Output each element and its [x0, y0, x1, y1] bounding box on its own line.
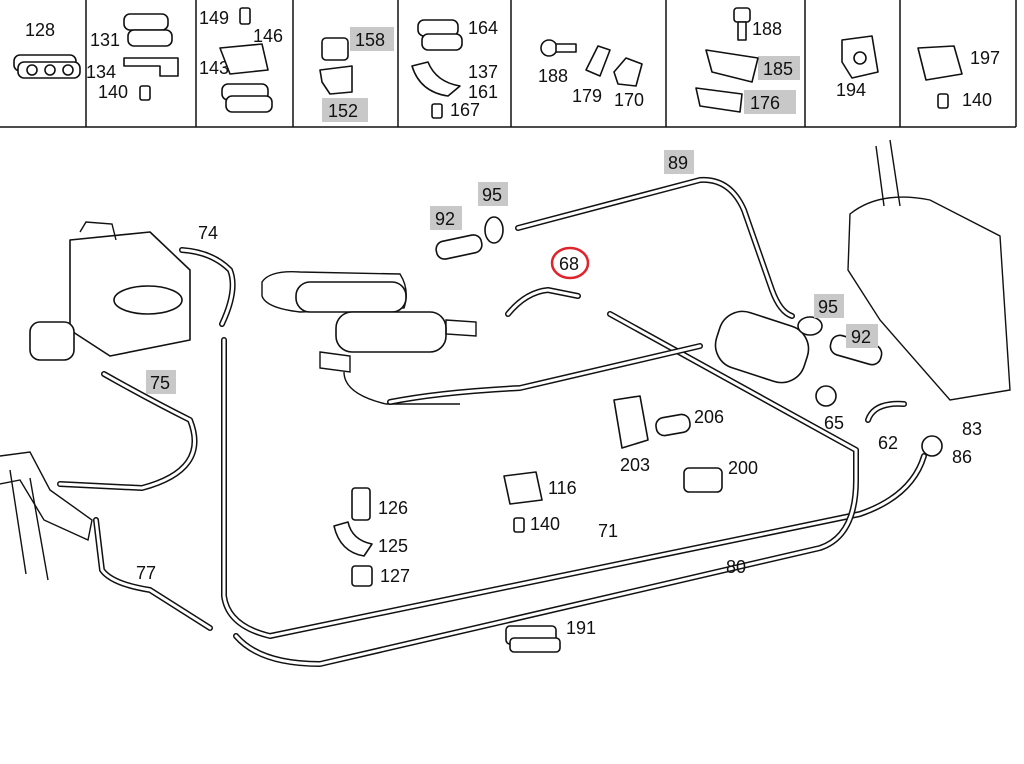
label-194: 194: [836, 80, 866, 100]
label-137: 137: [468, 62, 498, 82]
callout-labels: 74 75 77 80 71 89 92 95 68 95 92 65 62 8…: [136, 150, 982, 638]
label-164: 164: [468, 18, 498, 38]
clip-icon: [411, 19, 463, 119]
header-cell-158[interactable]: 158 152: [319, 27, 394, 122]
header-cell-131[interactable]: 131 134 140: [86, 13, 179, 102]
callout-62[interactable]: 62: [878, 433, 898, 453]
clip-icon: [319, 37, 353, 95]
callout-86[interactable]: 86: [952, 447, 972, 467]
clip-icon: [841, 35, 879, 79]
label-128: 128: [25, 20, 55, 40]
callout-80[interactable]: 80: [726, 557, 746, 577]
callout-92a[interactable]: 92: [435, 209, 455, 229]
header-cell-197[interactable]: 197 140: [917, 45, 1000, 110]
engine-block-outline: [847, 139, 1011, 401]
lever-outline: [0, 451, 93, 581]
label-149: 149: [199, 8, 229, 28]
label-161: 161: [468, 82, 498, 102]
callout-95a[interactable]: 95: [482, 185, 502, 205]
header-cell-149[interactable]: 149 146 143: [199, 7, 283, 113]
clip-icon: [695, 7, 759, 113]
header-cell-194[interactable]: 194: [836, 35, 879, 100]
clip-icon: [219, 7, 273, 113]
label-188b: 188: [752, 19, 782, 39]
callout-95b[interactable]: 95: [818, 297, 838, 317]
callout-200[interactable]: 200: [728, 458, 758, 478]
label-131: 131: [90, 30, 120, 50]
callout-92b[interactable]: 92: [851, 327, 871, 347]
label-140: 140: [98, 82, 128, 102]
fuel-lines: [57, 176, 927, 667]
callout-75[interactable]: 75: [150, 373, 170, 393]
clip-icon: [123, 13, 179, 101]
callout-116[interactable]: 116: [548, 478, 577, 498]
callout-71[interactable]: 71: [598, 521, 618, 541]
label-170: 170: [614, 90, 644, 110]
callout-125[interactable]: 125: [378, 536, 408, 556]
callout-206[interactable]: 206: [694, 407, 724, 427]
header-strip: 128 131 134 140 149 146: [0, 0, 1017, 128]
label-179: 179: [572, 86, 602, 106]
callout-74[interactable]: 74: [198, 223, 218, 243]
selected-callout-68[interactable]: 68: [550, 246, 590, 280]
callout-89[interactable]: 89: [668, 153, 688, 173]
carburetor-assembly: [29, 221, 191, 361]
label-167: 167: [450, 100, 480, 120]
callout-203[interactable]: 203: [620, 455, 650, 475]
callout-65[interactable]: 65: [824, 413, 844, 433]
header-cell-188-a[interactable]: 188 179 170: [538, 39, 644, 110]
label-152: 152: [328, 101, 358, 121]
label-134: 134: [86, 62, 116, 82]
callout-127[interactable]: 127: [380, 566, 410, 586]
callout-126[interactable]: 126: [378, 498, 408, 518]
callout-77[interactable]: 77: [136, 563, 156, 583]
fuel-filter: [714, 310, 810, 384]
fuel-pump-assembly: [261, 271, 477, 405]
header-cell-164[interactable]: 164 137 161 167: [411, 18, 498, 120]
callout-68[interactable]: 68: [559, 254, 579, 274]
header-cell-188-b[interactable]: 188 185 176: [695, 7, 800, 114]
label-188a: 188: [538, 66, 568, 86]
clip-icon: [13, 54, 81, 79]
label-197: 197: [970, 48, 1000, 68]
clip-icon: [917, 45, 963, 109]
label-176: 176: [750, 93, 780, 113]
small-parts: [333, 216, 943, 653]
label-140b: 140: [962, 90, 992, 110]
label-143: 143: [199, 58, 229, 78]
callout-140[interactable]: 140: [530, 514, 560, 534]
label-158: 158: [355, 30, 385, 50]
header-cell-128[interactable]: 128: [13, 20, 81, 79]
callout-83[interactable]: 83: [962, 419, 982, 439]
label-185: 185: [763, 59, 793, 79]
label-146: 146: [253, 26, 283, 46]
callout-191[interactable]: 191: [566, 618, 596, 638]
clip-icon: [540, 39, 643, 87]
